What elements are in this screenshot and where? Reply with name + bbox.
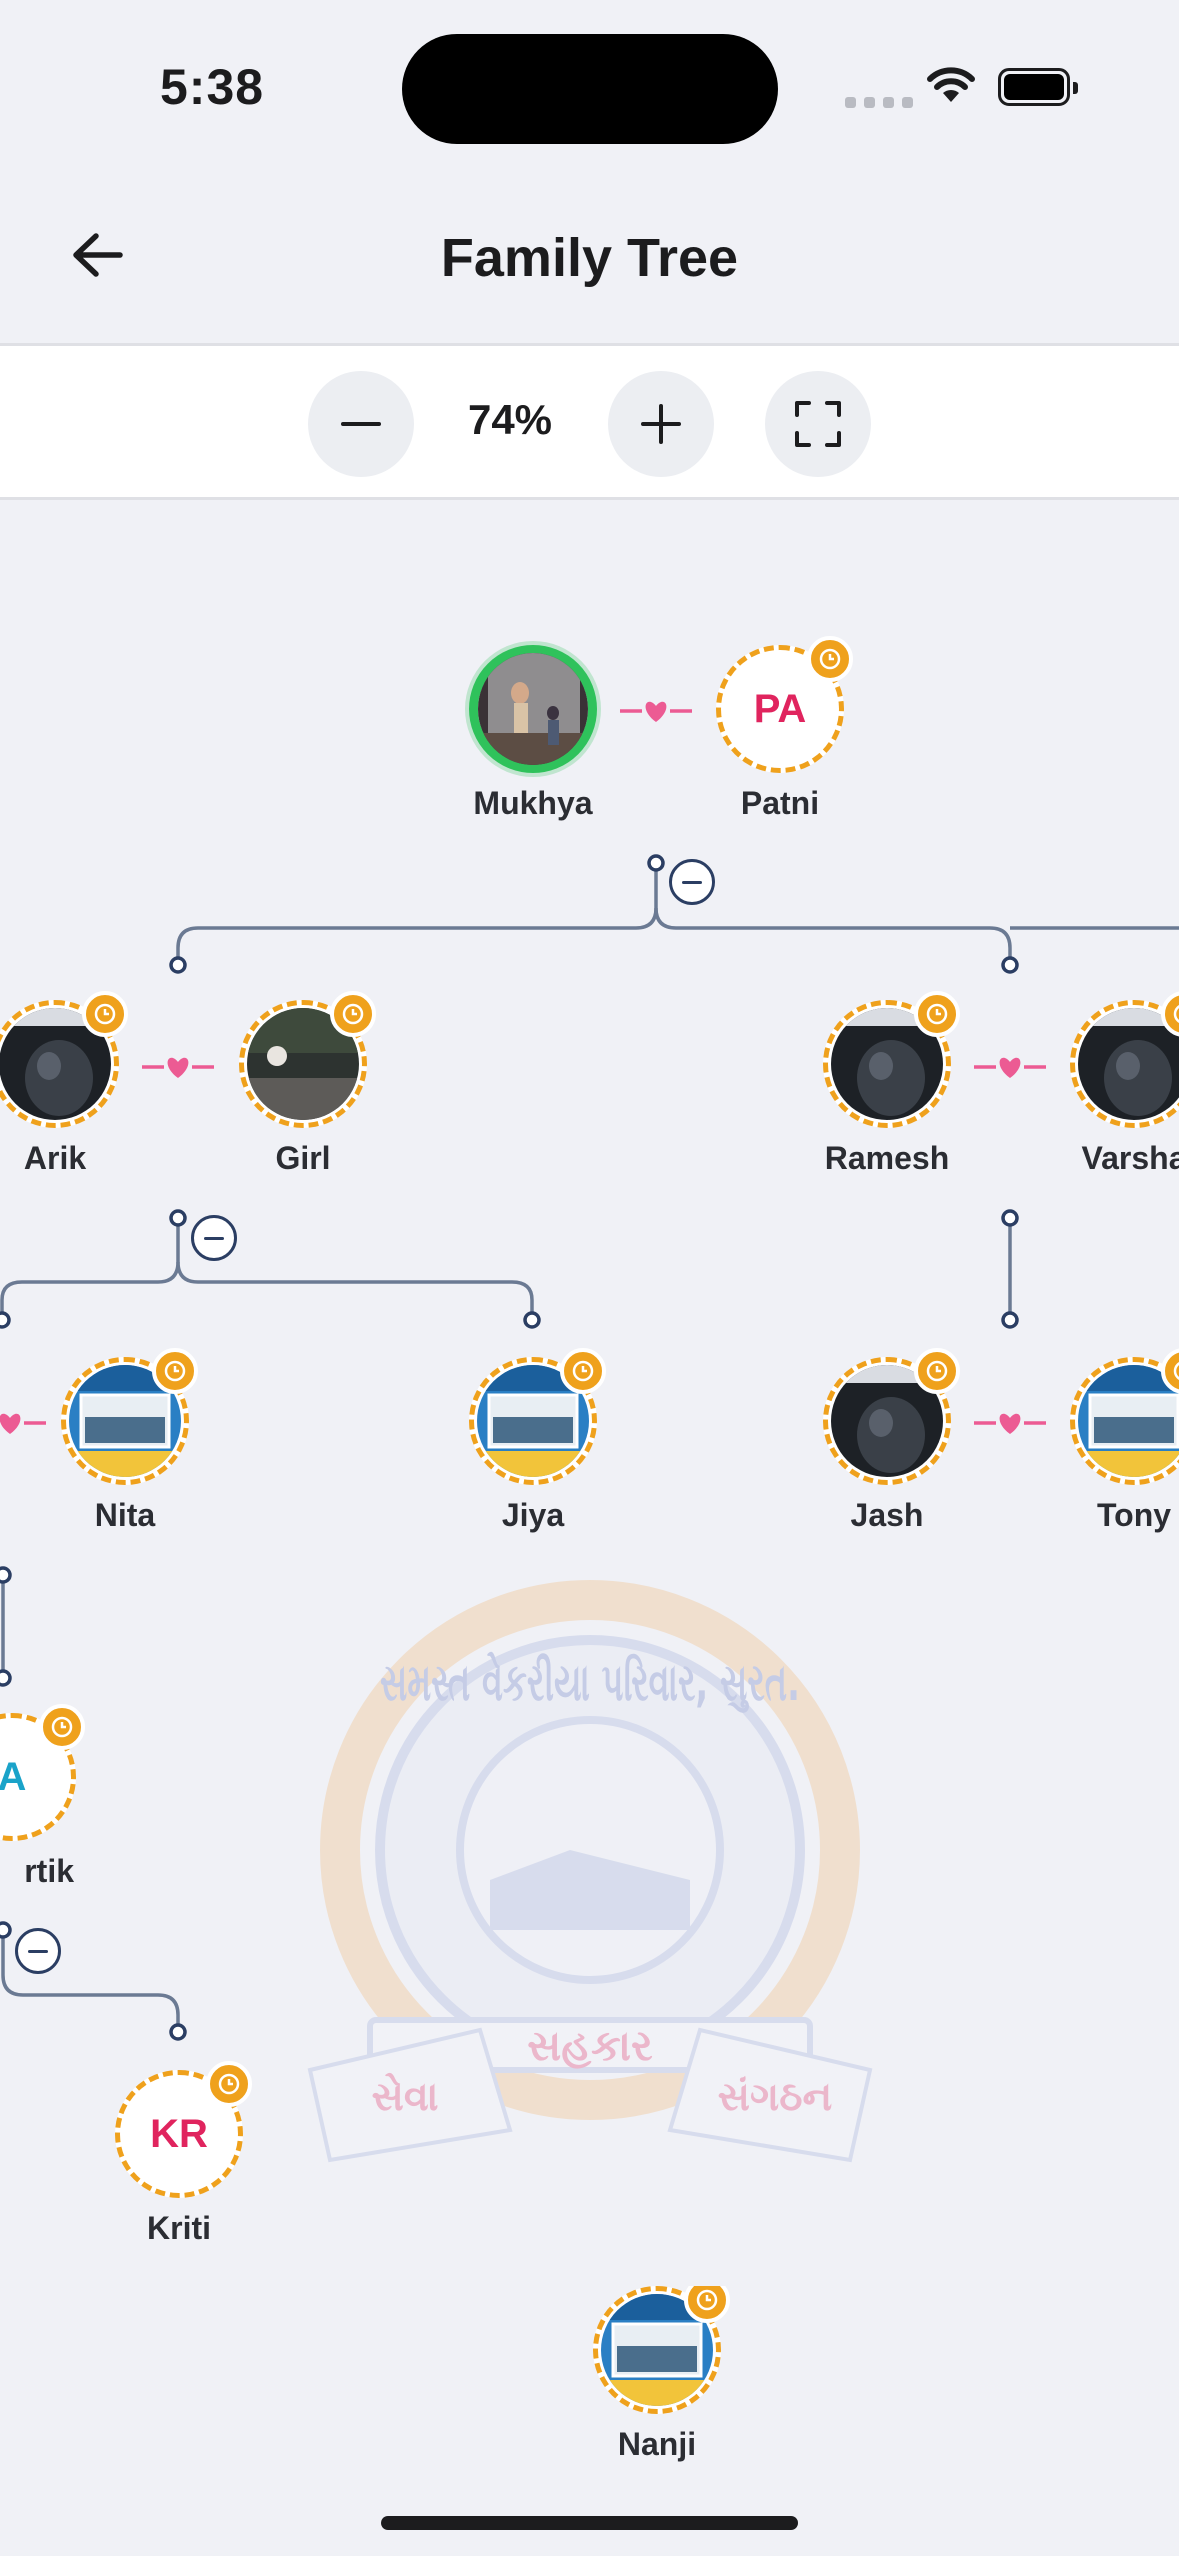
member-avatar: A [0, 1704, 85, 1841]
member-initials: KR [150, 2111, 208, 2156]
member-name: Patni [740, 785, 820, 821]
battery-icon [998, 68, 1078, 106]
member-node-nanji[interactable]: Nanji [537, 2286, 777, 2500]
fit-screen-button[interactable] [765, 371, 871, 477]
cellular-signal-icon [845, 95, 921, 113]
page-title: Family Tree [440, 228, 739, 288]
member-avatar [469, 1348, 606, 1485]
fullscreen-icon [795, 401, 841, 447]
member-node-kriti[interactable]: KR Kriti [59, 2061, 299, 2247]
wifi-icon [925, 64, 977, 109]
member-avatar [469, 645, 597, 773]
member-node-varsha[interactable]: Varsha [1014, 991, 1179, 1177]
member-name: Arik [23, 1140, 87, 1176]
arrow-left-icon [73, 233, 123, 277]
status-time: 5:38 [160, 59, 265, 115]
member-node-girl[interactable]: Girl [183, 991, 423, 1177]
member-node-jash[interactable]: Jash [767, 1348, 1007, 1534]
member-avatar [823, 1348, 960, 1485]
member-name: Girl [275, 1140, 331, 1176]
member-name: Ramesh [824, 1140, 950, 1176]
member-photo [601, 2294, 713, 2406]
member-avatar [823, 991, 960, 1128]
pending-clock-icon [152, 1348, 198, 1394]
member-initials: A [0, 1754, 27, 1799]
status-bar: 5:38 [0, 0, 1179, 175]
collapse-toggle-mukhya[interactable] [669, 859, 715, 905]
watermark-left-text: સેવા [371, 2073, 438, 2120]
member-photo [831, 1365, 943, 1477]
member-node-patni[interactable]: PA Patni [660, 636, 900, 822]
app-header: Family Tree [0, 175, 1179, 343]
heart-connector-icon [142, 1057, 214, 1078]
member-name: Jash [850, 1497, 924, 1533]
collapse-toggle-kartik[interactable] [15, 1928, 61, 1974]
dynamic-island [402, 34, 778, 144]
member-avatar [61, 1348, 198, 1485]
plus-icon [641, 404, 681, 444]
pending-clock-icon [684, 2286, 730, 2323]
heart-connector-icon [974, 1057, 1046, 1078]
community-logo-watermark: સમસ્ત વેકરીયા પરિવાર, સુરત. સહકાર સેવા સ… [307, 1580, 873, 2163]
pending-clock-icon [39, 1704, 85, 1750]
member-node-ramesh[interactable]: Ramesh [767, 991, 1007, 1177]
collapse-toggle-arik[interactable] [191, 1215, 237, 1261]
member-node-jiya[interactable]: Jiya [413, 1348, 653, 1534]
watermark-center-text: સહકાર [527, 2021, 653, 2070]
member-name: Tony [1096, 1497, 1172, 1533]
zoom-level: 74% [467, 396, 553, 443]
member-avatar [1070, 991, 1179, 1128]
member-avatar [1070, 1348, 1179, 1485]
member-photo [1078, 1008, 1179, 1120]
pending-clock-icon [330, 991, 376, 1037]
member-name: rtik [24, 1853, 74, 1889]
member-name: Nanji [617, 2426, 697, 2462]
pending-clock-icon [82, 991, 128, 1037]
member-photo [69, 1365, 181, 1477]
member-avatar [593, 2286, 730, 2414]
member-node-arik[interactable]: Arik [0, 991, 175, 1177]
member-avatar [239, 991, 376, 1128]
pending-clock-icon [560, 1348, 606, 1394]
minus-icon [341, 422, 381, 426]
member-node-mukhya[interactable]: Mukhya [413, 645, 653, 822]
member-name: Kriti [147, 2210, 211, 2246]
watermark-right-text: સંગઠન [718, 2074, 833, 2120]
back-button[interactable] [58, 215, 138, 295]
zoom-toolbar: 74% [0, 343, 1179, 500]
pending-clock-icon [807, 636, 853, 682]
pending-clock-icon [914, 991, 960, 1037]
member-node-kartik[interactable]: A rtik [0, 1704, 132, 1890]
member-node-tony[interactable]: Tony [1014, 1348, 1179, 1534]
heart-connector-icon [974, 1413, 1046, 1434]
pending-clock-icon [914, 1348, 960, 1394]
tree-connectors [0, 854, 1179, 2041]
zoom-in-button[interactable] [608, 371, 714, 477]
member-photo [478, 653, 588, 765]
member-name: Nita [94, 1497, 156, 1533]
zoom-out-button[interactable] [308, 371, 414, 477]
tree-canvas[interactable]: સમસ્ત વેકરીયા પરિવાર, સુરત. સહકાર સેવા સ… [0, 500, 1179, 2500]
member-avatar: PA [716, 636, 853, 773]
member-initials: PA [753, 686, 807, 731]
member-name: Jiya [501, 1497, 565, 1533]
member-avatar: KR [115, 2061, 252, 2198]
member-name: Varsha [1081, 1140, 1179, 1176]
member-node-nita[interactable]: Nita [5, 1348, 245, 1534]
member-avatar [0, 991, 128, 1128]
pending-clock-icon [206, 2061, 252, 2107]
home-indicator[interactable] [381, 2516, 798, 2530]
heart-connector-icon [0, 1413, 46, 1434]
heart-connector-icon [620, 701, 692, 722]
watermark-text: સમસ્ત વેકરીયા પરિવાર, સુરત. [380, 1651, 800, 1713]
member-name: Mukhya [473, 785, 593, 821]
